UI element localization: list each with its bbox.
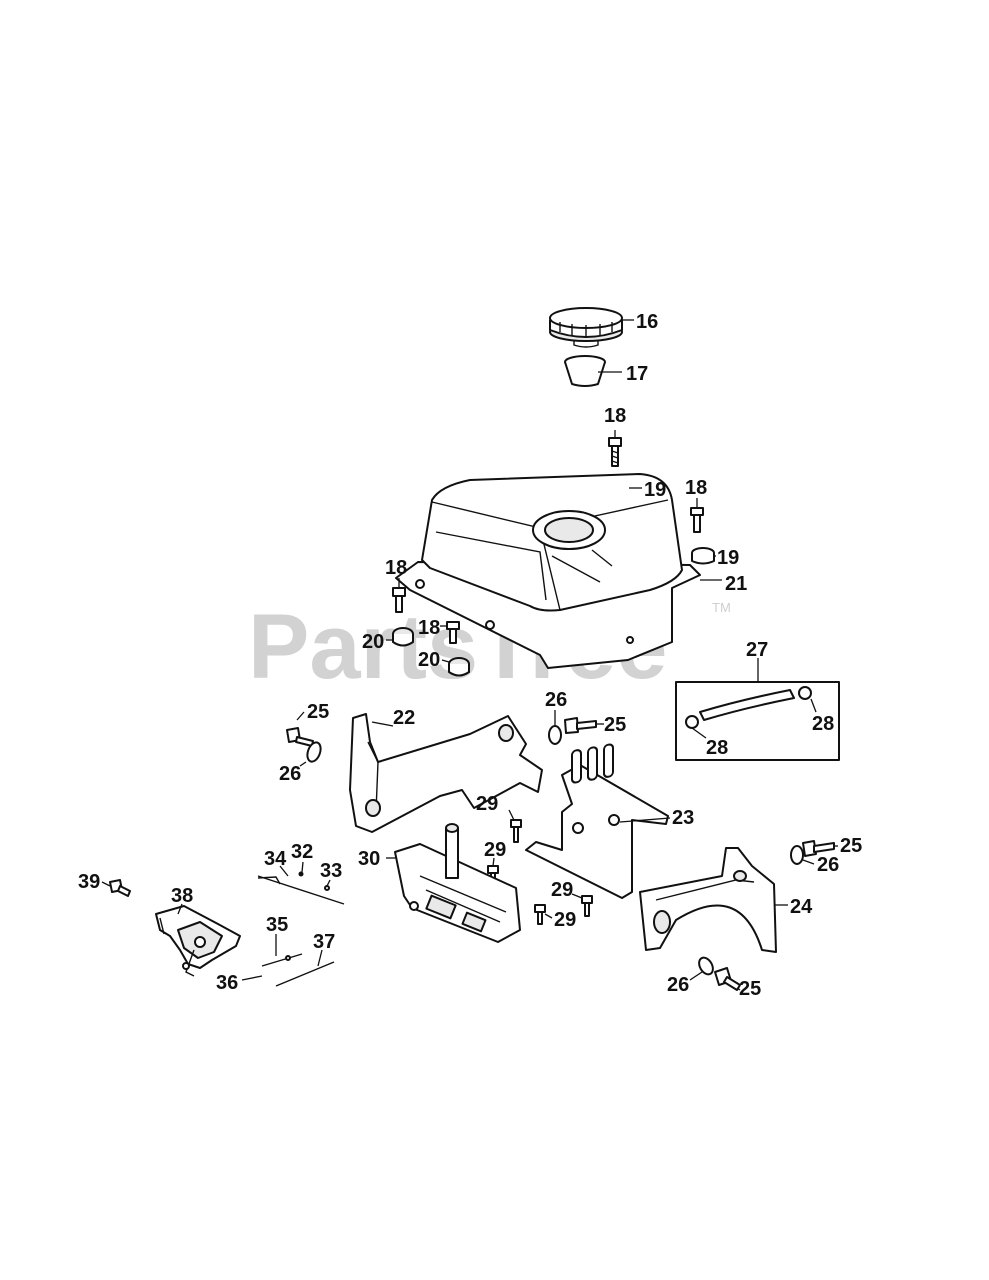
bolt-part xyxy=(690,507,704,533)
bolt-part xyxy=(109,879,131,897)
throttle-assembly-part xyxy=(155,905,241,977)
bolt-part xyxy=(286,727,314,747)
callout-33: 33 xyxy=(320,860,342,882)
callout-24: 24 xyxy=(790,896,813,918)
callout-26: 26 xyxy=(545,689,567,711)
callout-18: 18 xyxy=(385,557,407,579)
callout-37: 37 xyxy=(313,931,335,953)
callout-20: 20 xyxy=(418,649,440,671)
fuel-tank-part xyxy=(395,473,701,669)
callout-16: 16 xyxy=(636,311,658,333)
washer-part xyxy=(790,845,804,865)
bolt-part xyxy=(608,437,622,467)
callout-29: 29 xyxy=(554,909,576,931)
mounting-plate-part xyxy=(525,743,669,899)
washer-part xyxy=(548,725,562,745)
tank-bracket-part xyxy=(349,713,543,833)
bolt-part xyxy=(392,587,406,613)
fuel-line-kit-part xyxy=(675,681,840,761)
washer-part xyxy=(306,741,322,763)
callout-36: 36 xyxy=(216,972,238,994)
bolt-part xyxy=(564,717,597,734)
control-plate-part xyxy=(394,823,521,943)
callout-18: 18 xyxy=(685,477,707,499)
callout-27: 27 xyxy=(746,639,768,661)
callout-25: 25 xyxy=(604,714,626,736)
callout-38: 38 xyxy=(171,885,193,907)
callout-19: 19 xyxy=(717,547,739,569)
shroud-part xyxy=(639,847,777,953)
governor-link-part xyxy=(261,953,303,967)
callout-18: 18 xyxy=(418,617,440,639)
bolt-part xyxy=(714,967,741,991)
callout-30: 30 xyxy=(358,848,380,870)
callout-29: 29 xyxy=(484,839,506,861)
bolt-part xyxy=(534,904,546,925)
callout-25: 25 xyxy=(739,978,761,1000)
spacer-part xyxy=(691,547,715,565)
bolt-part xyxy=(581,895,593,917)
grommet-part xyxy=(392,627,414,647)
washer-part xyxy=(698,956,714,976)
callout-26: 26 xyxy=(279,763,301,785)
callout-28: 28 xyxy=(812,713,834,735)
callout-22: 22 xyxy=(393,707,415,729)
callout-25: 25 xyxy=(307,701,329,723)
callout-19: 19 xyxy=(644,479,666,501)
leader-lines xyxy=(101,319,838,991)
callout-29: 29 xyxy=(551,879,573,901)
callout-17: 17 xyxy=(626,363,648,385)
callout-29: 29 xyxy=(476,793,498,815)
spring-part xyxy=(298,871,304,877)
callout-39: 39 xyxy=(78,871,100,893)
grommet-part xyxy=(448,657,470,677)
bolt-part xyxy=(802,840,835,857)
fuel-strainer-part xyxy=(564,355,606,387)
callout-18: 18 xyxy=(604,405,626,427)
bolt-part xyxy=(446,621,460,644)
callout-34: 34 xyxy=(264,848,287,870)
callout-26: 26 xyxy=(817,854,839,876)
spring-link-part xyxy=(275,961,335,987)
callout-20: 20 xyxy=(362,631,384,653)
callout-32: 32 xyxy=(291,841,313,863)
fuel-cap-part xyxy=(549,307,623,348)
watermark-trademark: TM xyxy=(712,600,731,615)
callout-21: 21 xyxy=(725,573,747,595)
callout-28: 28 xyxy=(706,737,728,759)
callout-23: 23 xyxy=(672,807,694,829)
callout-25: 25 xyxy=(840,835,862,857)
callout-35: 35 xyxy=(266,914,288,936)
callout-26: 26 xyxy=(667,974,689,996)
bolt-part xyxy=(510,819,522,843)
